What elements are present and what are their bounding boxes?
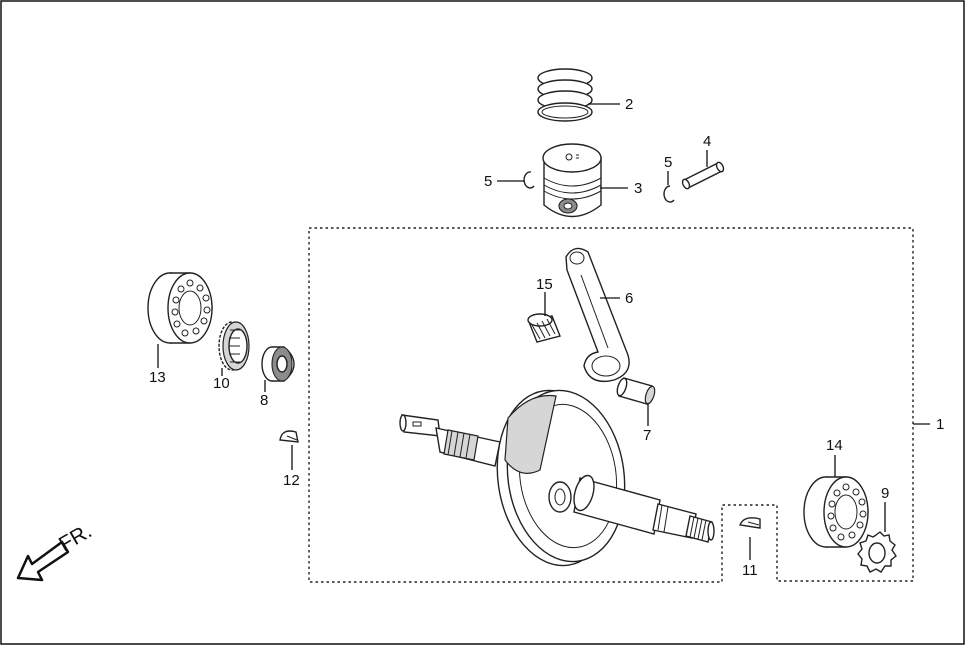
piston-rings[interactable]	[537, 68, 593, 122]
circlip-right[interactable]	[663, 185, 675, 203]
callout-13: 13	[149, 369, 166, 386]
needle-bearing[interactable]	[527, 313, 561, 343]
callout-11: 11	[742, 562, 758, 579]
callout-5-left: 5	[484, 173, 492, 190]
timing-sprocket[interactable]	[857, 531, 897, 573]
callout-14: 14	[826, 437, 843, 454]
woodruff-key-right[interactable]	[739, 517, 761, 529]
piston[interactable]	[542, 143, 602, 218]
callout-12: 12	[283, 472, 300, 489]
callout-3: 3	[634, 180, 642, 197]
callout-5-right: 5	[664, 154, 672, 171]
crank-pin[interactable]	[615, 377, 656, 405]
bearing-left-large[interactable]	[147, 272, 213, 344]
callout-2: 2	[625, 96, 633, 113]
callout-15: 15	[536, 276, 553, 293]
callout-4: 4	[703, 133, 711, 150]
callout-1: 1	[936, 416, 944, 433]
connecting-rod[interactable]	[565, 247, 630, 383]
front-direction-arrow	[16, 540, 70, 582]
piston-pin[interactable]	[681, 161, 725, 190]
oil-seal[interactable]	[261, 346, 295, 382]
callout-6: 6	[625, 290, 633, 307]
crankshaft-assembly-outline	[308, 227, 914, 583]
callout-10: 10	[213, 375, 230, 392]
callout-8: 8	[260, 392, 268, 409]
woodruff-key-left[interactable]	[279, 430, 299, 443]
bearing-right-large[interactable]	[803, 476, 869, 548]
callout-9: 9	[881, 485, 889, 502]
drive-gear[interactable]	[218, 321, 250, 371]
crankshaft[interactable]	[399, 383, 715, 573]
callout-7: 7	[643, 427, 651, 444]
circlip-left[interactable]	[523, 171, 535, 189]
